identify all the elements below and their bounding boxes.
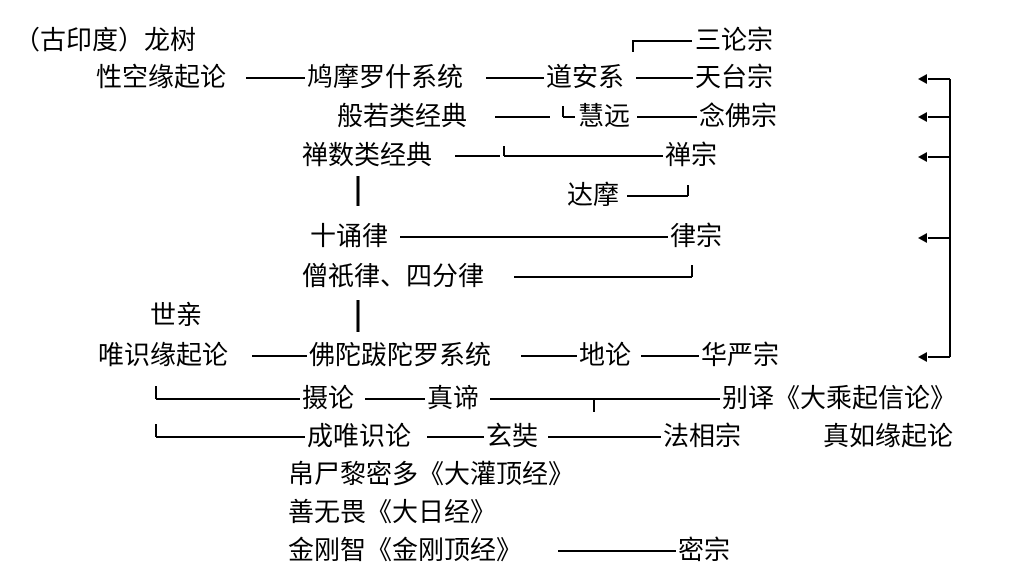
node-chengweishi: 成唯识论	[307, 422, 412, 452]
node-xuanzang: 玄奘	[486, 422, 539, 452]
node-shisong: 十诵律	[310, 222, 389, 252]
node-paramartha: 真谛	[427, 384, 480, 414]
node-zhenru: 真如缘起论	[823, 422, 954, 452]
node-huiyuan: 慧远	[578, 102, 631, 132]
node-bodhidharma: 达摩	[567, 181, 620, 211]
node-chan-sutras: 禅数类经典	[302, 141, 433, 171]
node-mizong: 密宗	[678, 536, 731, 566]
arrow-to-chan	[918, 152, 950, 162]
origin-label: （古印度）龙树	[14, 26, 197, 56]
node-sanlun: 三论宗	[695, 26, 774, 56]
arrow-to-vinaya	[918, 233, 950, 243]
arrow-to-huayan	[918, 352, 935, 362]
node-chan: 禅宗	[665, 141, 718, 171]
node-buddhabhadra: 佛陀跋陀罗系统	[309, 341, 492, 371]
node-bieyi: 别译《大乘起信论》	[722, 384, 957, 414]
node-srimitra: 帛尸黎密多《大灌顶经》	[288, 460, 575, 490]
node-shelun: 摄论	[302, 384, 355, 414]
node-huayan: 华严宗	[701, 341, 780, 371]
node-daoan: 道安系	[546, 63, 625, 93]
node-tiantai: 天台宗	[695, 63, 774, 93]
node-vajrabodhi: 金刚智《金刚顶经》	[288, 536, 523, 566]
node-nianfo: 念佛宗	[699, 102, 778, 132]
node-faxiang: 法相宗	[663, 422, 742, 452]
node-vasubandhu: 世亲	[150, 301, 203, 331]
node-vinaya: 律宗	[670, 222, 723, 252]
node-kumarajiva: 鸠摩罗什系统	[307, 63, 464, 93]
arrow-to-nianfo	[918, 112, 950, 122]
node-yogacara: 唯识缘起论	[98, 341, 229, 371]
node-sengqi: 僧祇律、四分律	[302, 262, 485, 292]
node-subhakarasimha: 善无畏《大日经》	[288, 498, 497, 528]
arrow-to-tiantai	[918, 74, 935, 84]
node-prajna-sutras: 般若类经典	[337, 102, 468, 132]
node-madhyamaka: 性空缘起论	[96, 63, 227, 93]
node-dilun: 地论	[579, 341, 632, 371]
